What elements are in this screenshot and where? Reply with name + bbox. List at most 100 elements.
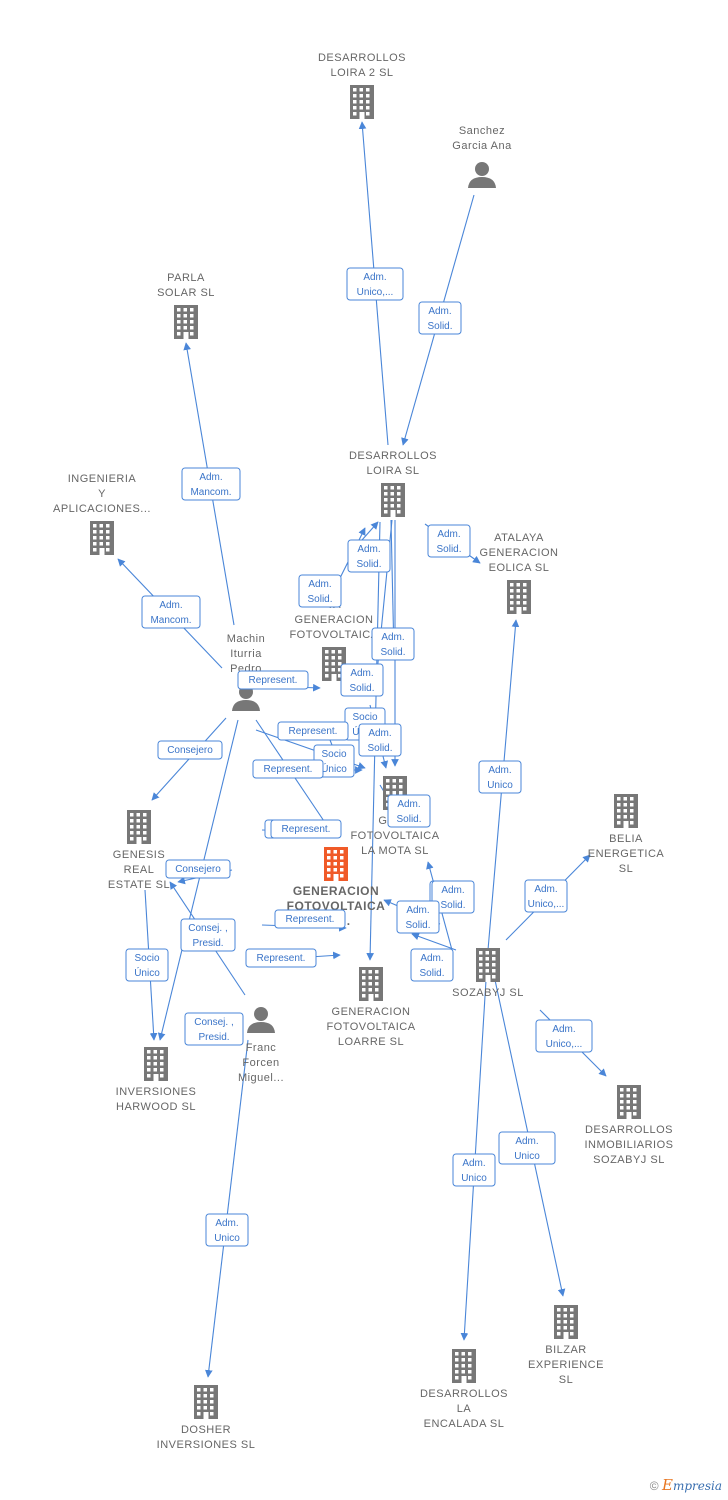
person-icon — [247, 1007, 275, 1033]
edge-label-text: Solid. — [419, 968, 444, 979]
edge-label-text: Solid. — [405, 920, 430, 931]
edge-label-e12[interactable]: Adm.Solid. — [358, 723, 402, 757]
edge-label-box — [524, 879, 568, 913]
node-label-line: INMOBILIARIOS — [584, 1139, 673, 1151]
edge-label-text: Consej. , — [194, 1017, 233, 1028]
edge-label-box — [371, 627, 415, 661]
edge-label-e17[interactable]: Adm.Solid. — [387, 794, 431, 828]
node-parla[interactable]: PARLA SOLAR SL — [157, 272, 215, 339]
edge-label-e27[interactable]: Adm. Solid. — [410, 948, 454, 982]
edge-label-e31[interactable]: Adm.Unico,... — [524, 879, 568, 913]
edge-label-e6[interactable]: Adm.Solid. — [347, 539, 391, 573]
node-franc[interactable]: FrancForcenMiguel... — [238, 1007, 284, 1084]
edge-label-box — [125, 948, 169, 982]
edge-label-text: Unico — [461, 1173, 487, 1184]
edge-label-e30[interactable]: Consej. ,Presid. — [184, 1012, 244, 1046]
edge-label-text: Mancom. — [150, 615, 191, 626]
edge-label-text: Adm. — [308, 579, 331, 590]
edge-label-e33[interactable]: Adm.Unico — [452, 1153, 496, 1187]
edge-label-e19[interactable]: Represent. — [270, 819, 342, 839]
edge-label-box — [346, 267, 404, 301]
edge-label-box — [270, 819, 342, 839]
node-label-line: PARLA — [167, 272, 205, 284]
edge-label-e1[interactable]: Adm.Unico,... — [346, 267, 404, 301]
edge-label-e25[interactable]: Consej. ,Presid. — [180, 918, 236, 952]
person-icon — [468, 162, 496, 188]
node-label-line: INVERSIONES — [116, 1086, 197, 1098]
edge-label-text: Adm. — [420, 953, 443, 964]
edge-label-e21[interactable]: Consejero — [165, 859, 231, 879]
node-label-line: Y — [98, 488, 106, 500]
edge-label-text: Socio — [321, 749, 346, 760]
edge-label-e34[interactable]: Adm.Unico — [498, 1131, 556, 1165]
edge-label-e5[interactable]: Adm.Solid. — [427, 524, 471, 558]
edge-label-e24[interactable]: Adm.Solid. — [396, 900, 440, 934]
edge-label-e23[interactable]: Adm.Solid. — [431, 880, 475, 914]
building-icon — [194, 1385, 218, 1419]
edge-label-e8[interactable]: Adm.Solid. — [371, 627, 415, 661]
node-label-line: INGENIERIA — [68, 473, 137, 485]
edge-label-text: Unico,... — [546, 1039, 583, 1050]
building-icon — [350, 85, 374, 119]
edge-line-e35 — [204, 1039, 249, 1378]
edge-label-e2[interactable]: Adm.Solid. — [418, 301, 462, 335]
edge-label-text: Presid. — [192, 938, 223, 949]
edge-label-text: Adm. — [350, 668, 373, 679]
edge-line-e30 — [157, 719, 239, 1041]
edge-label-box — [274, 909, 346, 929]
edge-label-e13[interactable]: Represent. — [277, 721, 349, 741]
edge-label-e9[interactable]: Adm.Solid. — [340, 663, 384, 697]
edge-label-text: Unico,... — [357, 287, 394, 298]
edge-label-text: Adm. — [215, 1218, 238, 1229]
node-label-line: Sanchez — [459, 125, 505, 137]
edge-label-text: Único — [321, 762, 347, 775]
edge-label-e16[interactable]: Represent. — [252, 759, 324, 779]
edge-label-text: Adm. — [199, 472, 222, 483]
edge-label-e15[interactable]: Consejero — [157, 740, 223, 760]
edge-label-text: Represent. — [249, 675, 298, 686]
node-label-line: DOSHER — [181, 1424, 231, 1436]
edge-label-text: Socio — [352, 712, 377, 723]
node-label-line: ATALAYA — [494, 532, 544, 544]
edge-label-e35[interactable]: Adm.Unico — [205, 1213, 249, 1247]
node-label-line: Iturria — [230, 648, 262, 660]
node-label-line: GENERACION — [332, 1006, 411, 1018]
edge-label-e7[interactable]: Adm.Solid. — [298, 574, 342, 608]
node-label-line: SOLAR SL — [157, 287, 215, 299]
edge-label-e29[interactable]: Represent. — [245, 948, 317, 968]
edge-label-e10[interactable]: Represent. — [237, 670, 309, 690]
edge-label-e4[interactable]: Adm. Mancom. — [141, 595, 201, 629]
edge-label-e26[interactable]: Represent. — [274, 909, 346, 929]
node-label-line: GENESIS — [113, 849, 165, 861]
edge-label-box — [418, 301, 462, 335]
edge-label-text: Represent. — [264, 764, 313, 775]
building-icon — [381, 483, 405, 517]
edge-label-box — [245, 948, 317, 968]
building-icon — [614, 794, 638, 828]
edge-label-box — [205, 1213, 249, 1247]
node-sozabyj[interactable]: SOZABYJ SL — [452, 948, 524, 999]
edge-label-box — [387, 794, 431, 828]
edge-label-box — [431, 880, 475, 914]
edge-label-e32[interactable]: Adm.Unico,... — [535, 1019, 593, 1053]
node-label-line: LA MOTA SL — [361, 845, 429, 857]
node-ingenieria[interactable]: INGENIERIAYAPLICACIONES... — [53, 473, 151, 555]
edge-label-e22[interactable]: Adm.Unico — [478, 760, 522, 794]
edge-label-text: Adm. — [159, 600, 182, 611]
edge-label-e3[interactable]: Adm.Mancom. — [181, 467, 241, 501]
edge-label-text: Unico,... — [528, 899, 565, 910]
